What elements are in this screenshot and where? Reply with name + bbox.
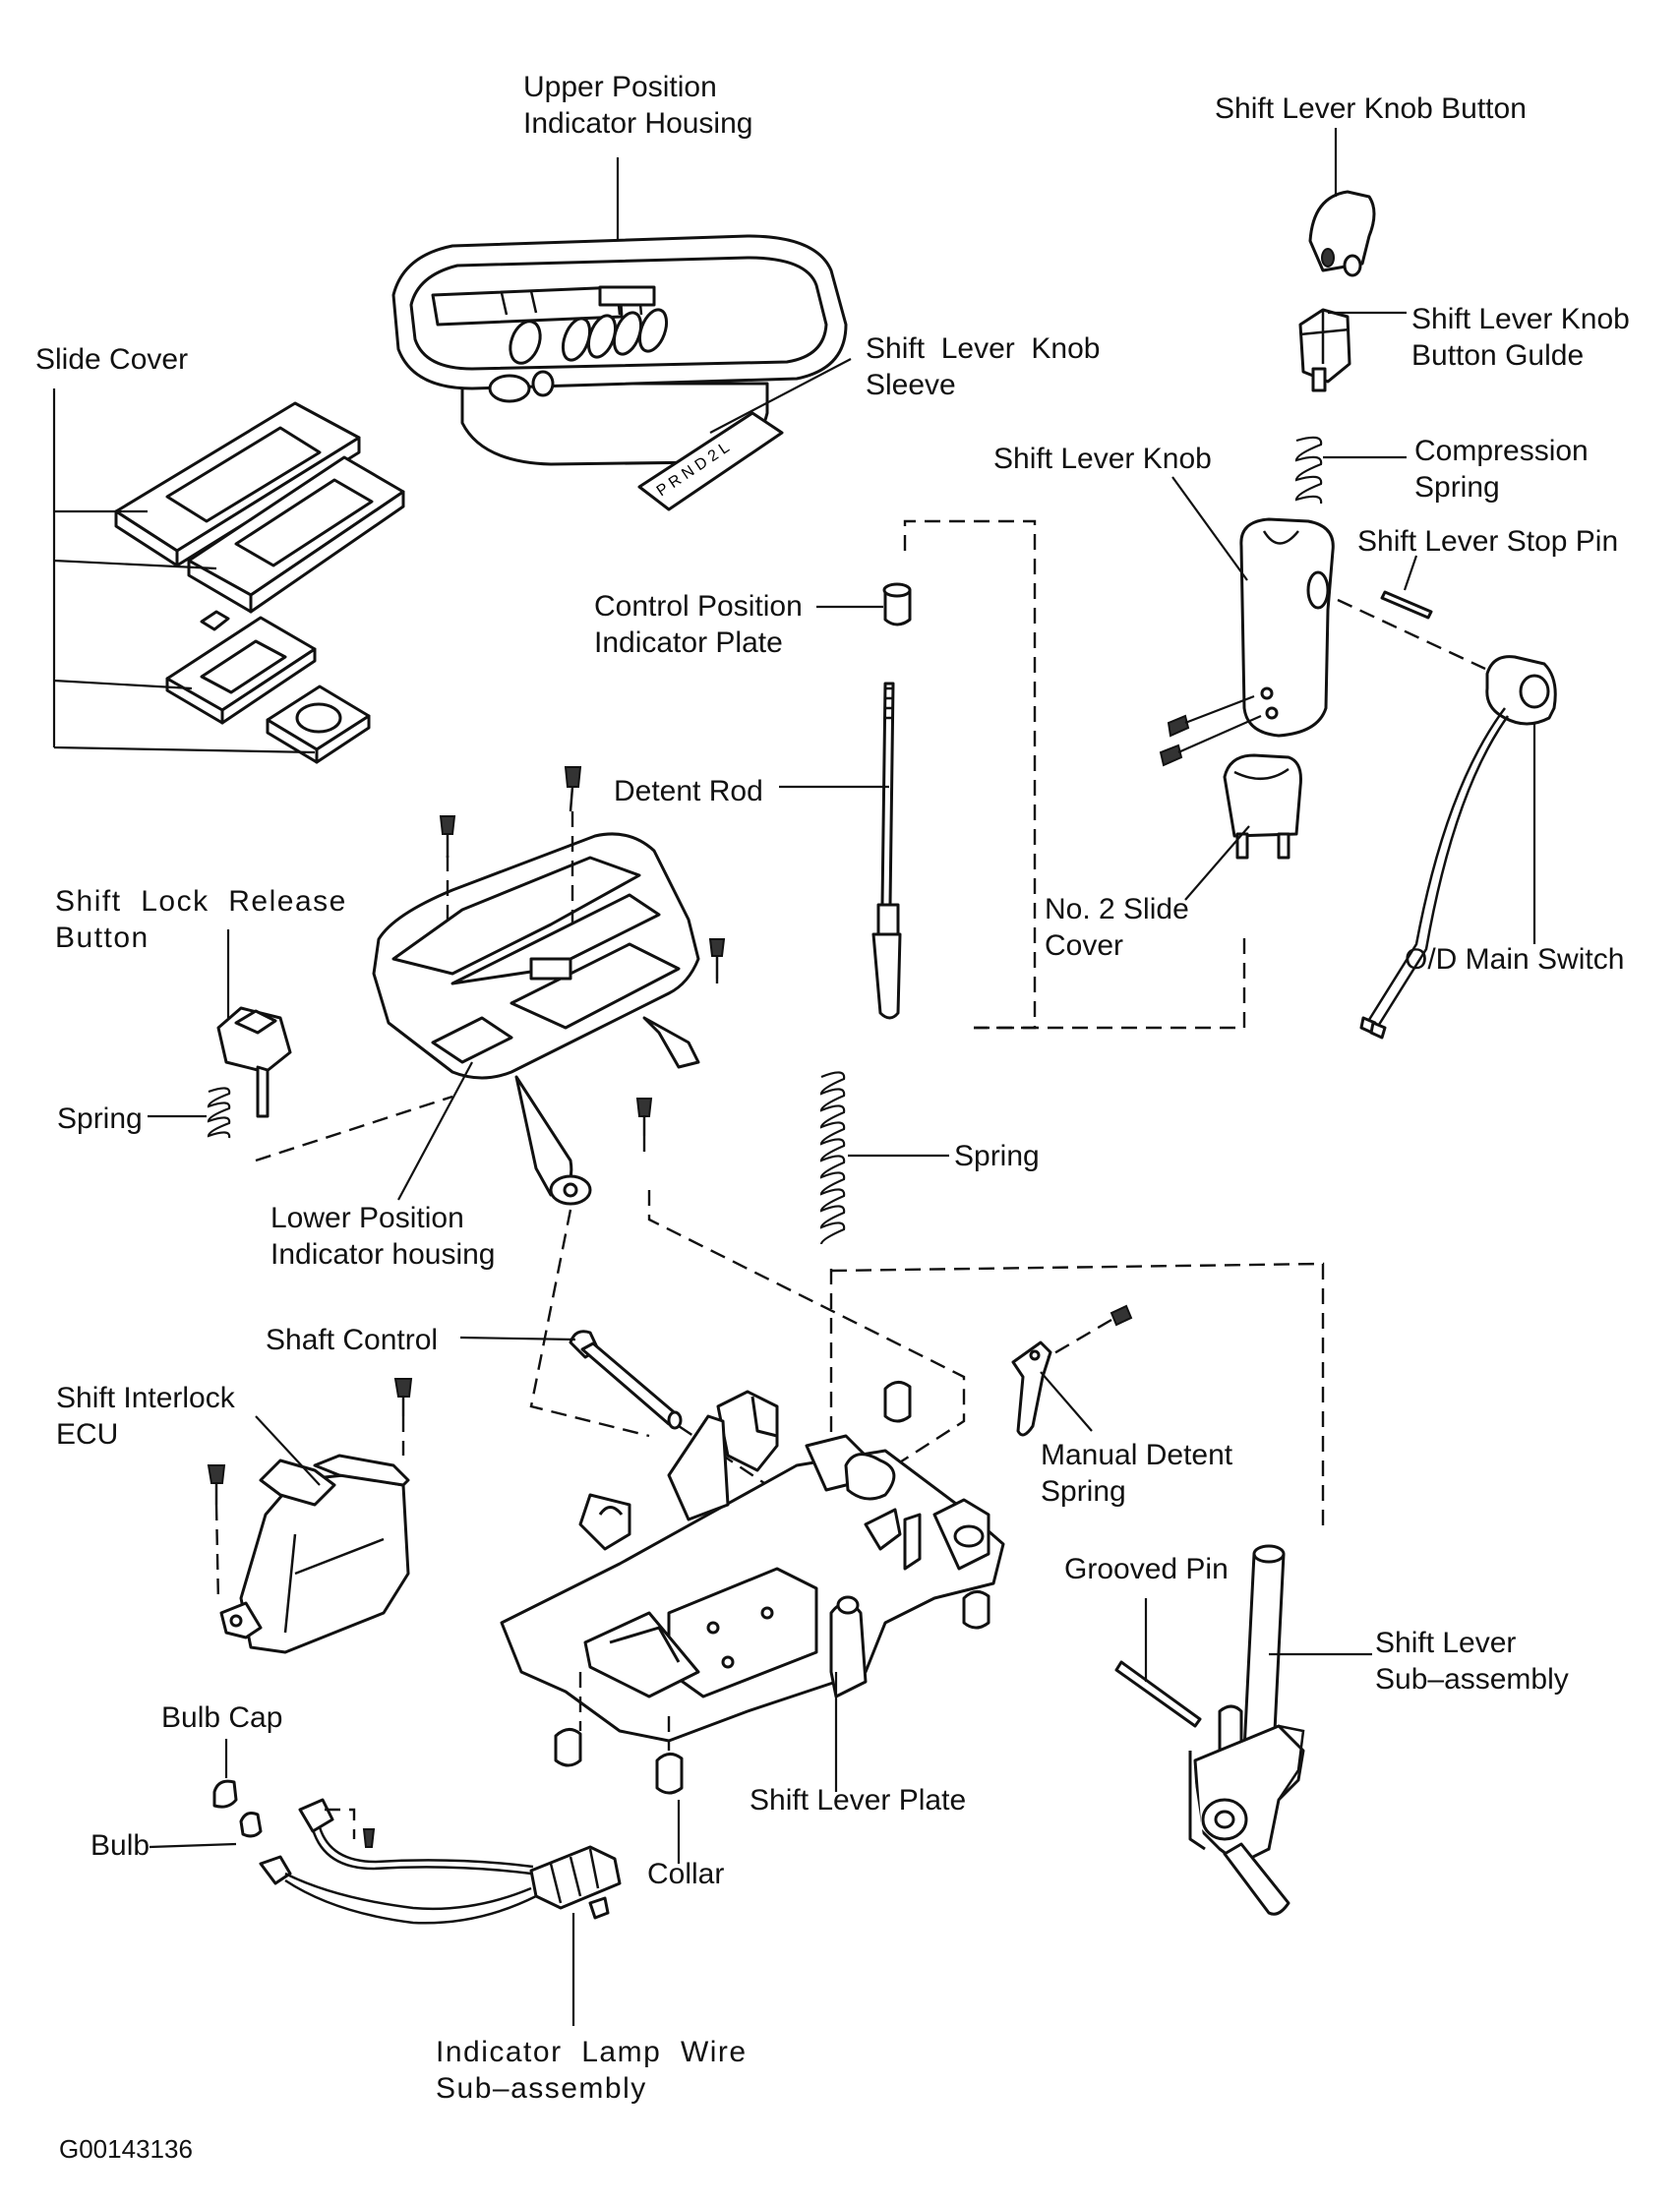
control-position-indicator-plate-drawing [816, 582, 912, 626]
shift-lever-stop-pin-drawing [1380, 555, 1433, 620]
spring-left-drawing [148, 1087, 231, 1139]
no2-slide-cover-drawing [1184, 753, 1302, 901]
detent-rod-drawing [779, 682, 902, 1020]
shift-lever-plate-drawing [500, 1390, 1005, 1792]
label-bulb-cap: Bulb Cap [161, 1701, 283, 1734]
bulb-cap-drawing [212, 1739, 238, 1809]
label-collar: Collar [647, 1858, 725, 1890]
shift-lock-release-button-drawing [216, 929, 292, 1118]
upper-position-indicator-housing-drawing [391, 157, 848, 466]
knob-screws-drawing [1159, 694, 1262, 767]
shift-lever-knob-button-drawing [1308, 128, 1376, 277]
label-shift-lever-plate: Shift Lever Plate [750, 1784, 967, 1817]
label-bulb: Bulb [90, 1829, 150, 1862]
label-shift-lever-knob-button: Shift Lever Knob Button [1215, 92, 1527, 125]
shift-lever-knob-button-guide-drawing [1298, 308, 1407, 392]
slide-cover-drawing [52, 388, 405, 764]
ecu-screws-drawing [207, 1378, 413, 1604]
od-main-switch-drawing [1337, 598, 1557, 1040]
label-shaft-control: Shaft Control [266, 1324, 439, 1356]
lower-position-indicator-housing-drawing [372, 832, 700, 1206]
label-slide-cover: Slide Cover [35, 343, 189, 376]
shift-lever-knob-drawing [1171, 476, 1335, 738]
label-shift-lever-knob: Shift Lever Knob [993, 443, 1212, 475]
manual-detent-spring-drawing [1011, 1304, 1133, 1437]
housing-screws-drawing [439, 766, 726, 1161]
collars-drawing [554, 1381, 990, 1864]
grooved-pin-drawing [1114, 1598, 1202, 1728]
label-grooved-pin: Grooved Pin [1064, 1553, 1229, 1585]
label-spring-left: Spring [57, 1102, 143, 1135]
label-shift-lever-stop-pin: Shift Lever Stop Pin [1357, 525, 1619, 558]
shift-interlock-ecu-drawing [219, 1415, 410, 1654]
spring-center-drawing [819, 1071, 949, 1245]
compression-spring-drawing [1294, 436, 1407, 505]
label-od-main-switch: O/D Main Switch [1405, 943, 1625, 976]
label-spring-center: Spring [954, 1140, 1040, 1172]
bulb-drawing [149, 1812, 263, 1849]
shift-lever-subassembly-drawing [1188, 1544, 1372, 1916]
figure-id: G00143136 [59, 2134, 193, 2164]
label-detent-rod: Detent Rod [614, 775, 763, 807]
indicator-lamp-wire-drawing [259, 1798, 622, 2026]
